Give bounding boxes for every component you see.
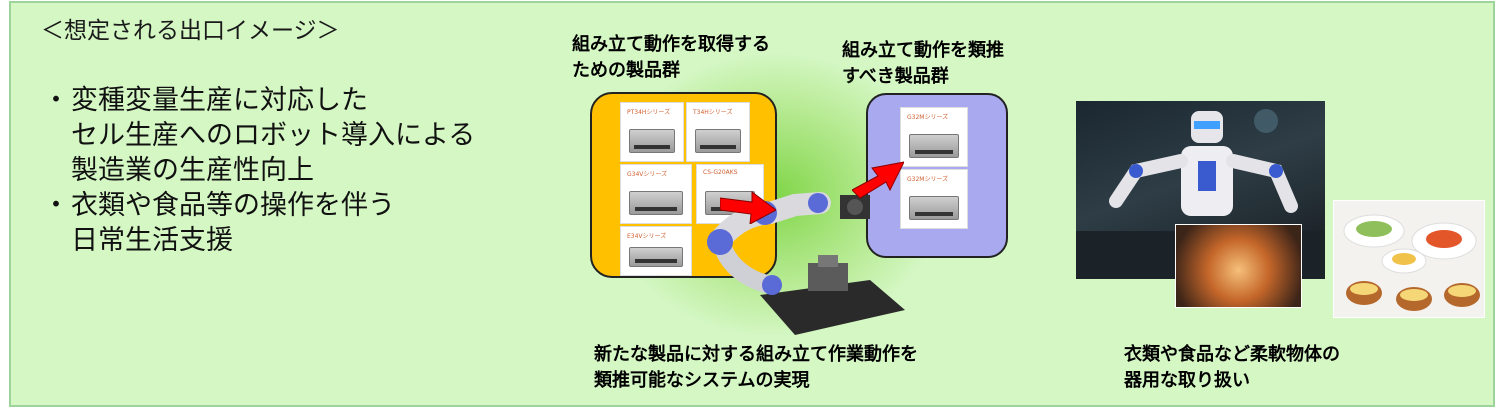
product-label: G32Mシリーズ [907,114,949,121]
product-label: T34Hシリーズ [693,109,733,116]
bullet-dot: ・ [42,190,70,221]
red-arrow-icon [720,191,776,224]
product-image: G32Mシリーズ [900,169,968,229]
bullet-text: 変種変量生産に対応した セル生産へのロボット導入による 製造業の生産性向上 [71,85,476,186]
cooking-pot-photo [1175,224,1302,308]
bullet-list: ・ 変種変量生産に対応した セル生産へのロボット導入による 製造業の生産性向上 … [41,83,476,258]
bullet-text: 衣類や食品等の操作を伴う 日常生活支援 [71,190,395,256]
product-label: CS-G20AKS [703,169,738,176]
product-image: G34Vシリーズ [620,164,692,224]
caption-soft-objects: 衣類や食品など柔軟物体の 器用な取り扱い [1124,344,1340,391]
caption-system: 新たな製品に対する組み立て作業動作を 類推可能なシステムの実現 [594,344,918,391]
product-image: PT34Hシリーズ [620,102,684,162]
product-label: G34Vシリーズ [627,171,668,178]
red-arrow-icon [852,161,904,199]
section-heading: ＜想定される出口イメージ＞ [41,18,340,44]
bullet-dot: ・ [42,85,70,116]
product-image: T34Hシリーズ [686,102,750,162]
product-image: G32Mシリーズ [900,107,968,167]
food-dishes-photo [1333,200,1485,318]
product-image: E34Vシリーズ [620,226,692,276]
product-label: PT34Hシリーズ [627,109,671,116]
product-label: E34Vシリーズ [627,233,667,240]
acquired-products-box: PT34Hシリーズ T34Hシリーズ G34Vシリーズ CS-G20AKS E3… [590,92,777,278]
product-label: G32Mシリーズ [907,176,949,183]
bullet-item: ・ 衣類や食品等の操作を伴う 日常生活支援 [41,188,475,258]
bullet-item: ・ 変種変量生産に対応した セル生産へのロボット導入による 製造業の生産性向上 [41,83,476,188]
